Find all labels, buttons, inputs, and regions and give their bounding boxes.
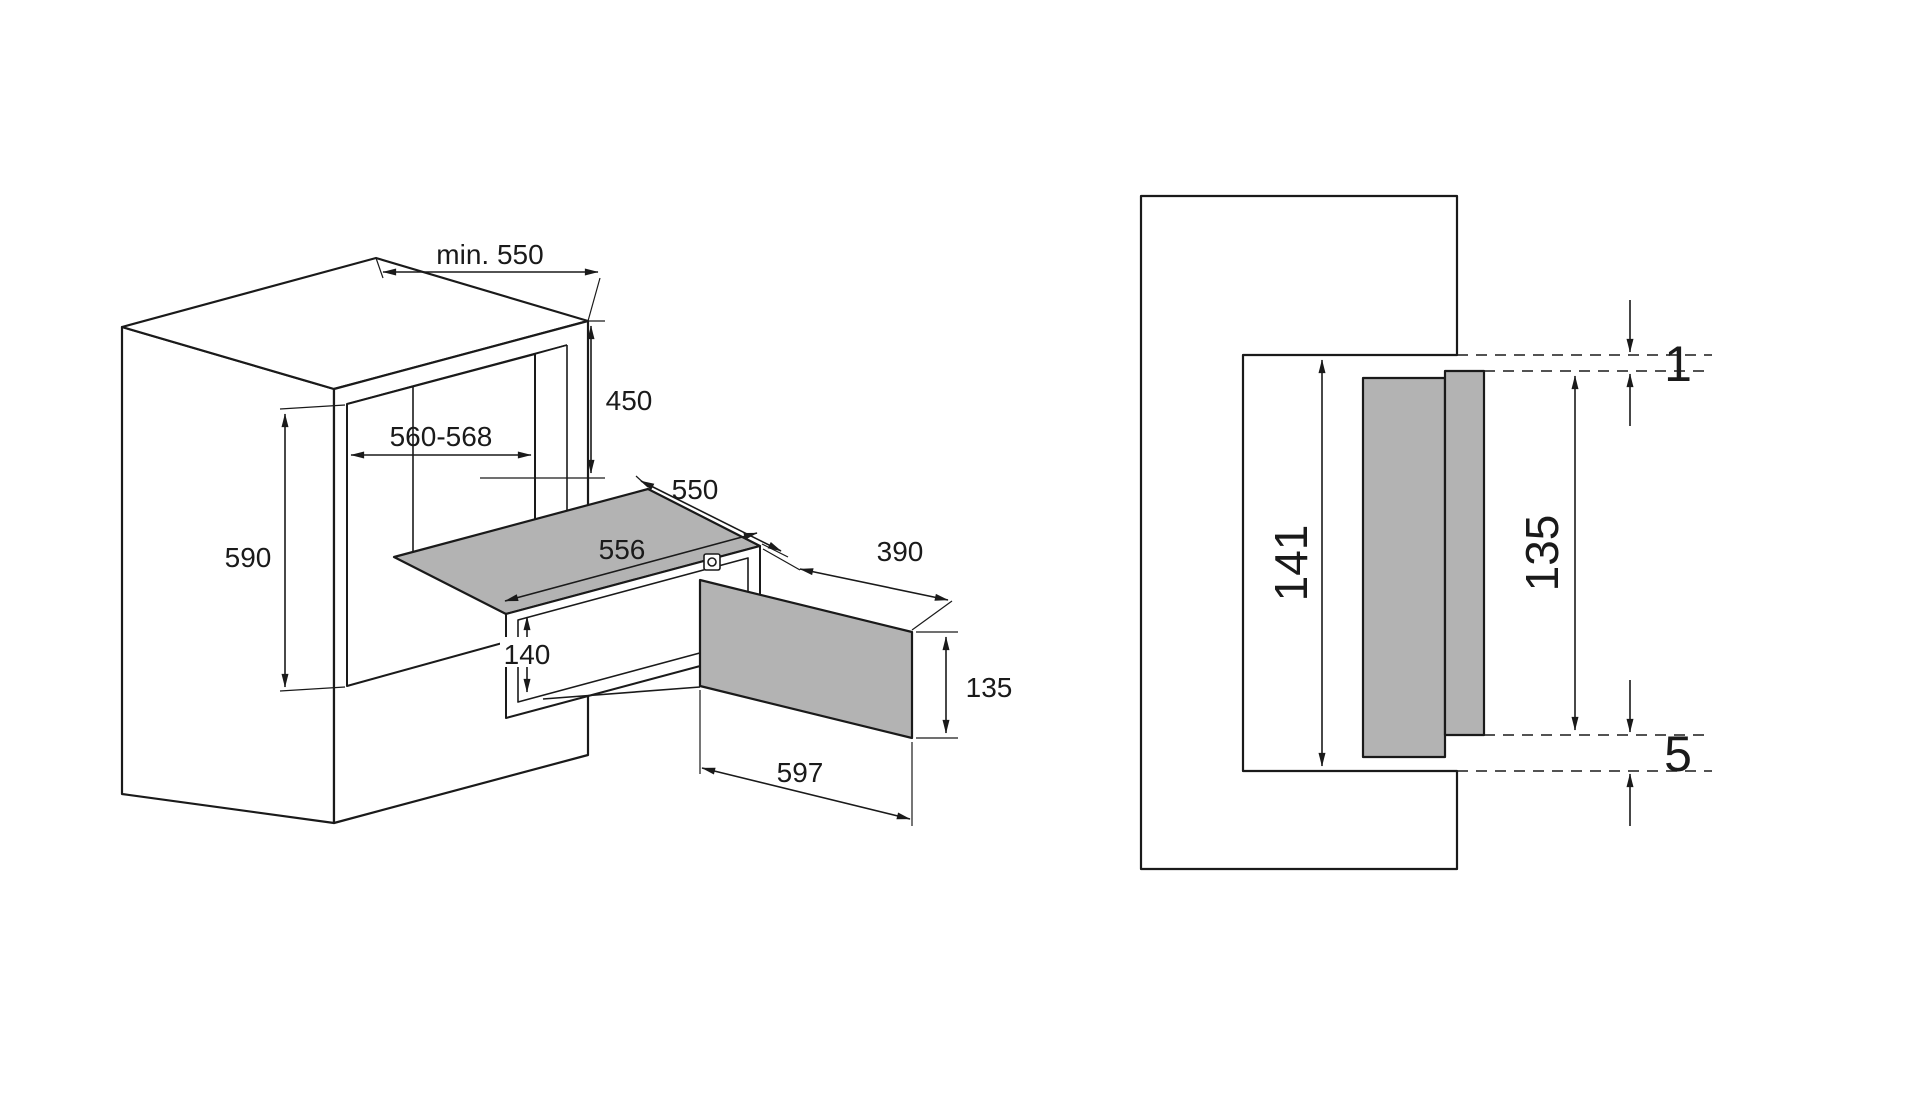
dim-appliance-height: 140 xyxy=(500,616,554,693)
dim-niche-height-label: 590 xyxy=(225,542,272,573)
dim-niche-width-label: 560-568 xyxy=(390,421,493,452)
dim-bottom-gap-label: 5 xyxy=(1664,726,1692,782)
dim-panel-height-side-label: 135 xyxy=(1516,515,1568,592)
drawer-front-panel xyxy=(698,578,914,740)
dim-front-height: 135 xyxy=(916,631,1013,739)
niche-interior-lines xyxy=(346,344,568,552)
dim-front-width-label: 597 xyxy=(777,757,824,788)
dim-niche-depth: min. 550 xyxy=(375,239,601,322)
dim-pullout: 390 xyxy=(762,536,953,631)
dim-front-width: 597 xyxy=(699,690,913,826)
dim-niche-inner-height: 141 xyxy=(1265,359,1326,767)
dim-niche-width: 560-568 xyxy=(350,421,532,459)
reference-dashed-lines xyxy=(1457,354,1712,772)
side-section-view: 141 135 1 5 xyxy=(1139,194,1712,871)
dim-appliance-depth: 550 xyxy=(635,474,789,558)
dim-appliance-width-label: 556 xyxy=(599,534,646,565)
dim-panel-height-side: 135 xyxy=(1516,375,1579,731)
push-open-icon xyxy=(703,553,721,571)
dim-niche-inner-height-label: 141 xyxy=(1265,525,1317,602)
dim-appliance-height-label: 140 xyxy=(504,639,551,670)
dim-top-height: 450 xyxy=(584,320,653,474)
drawer-bottom-line xyxy=(542,686,701,700)
dim-bottom-gap: 5 xyxy=(1626,680,1692,826)
dim-appliance-depth-label: 550 xyxy=(672,474,719,505)
dim-top-height-label: 450 xyxy=(606,385,653,416)
front-panel-side-profile xyxy=(1443,369,1486,737)
cabinet-isometric-view: min. 550 450 560-568 590 xyxy=(120,239,1013,826)
cabinet-section-outline xyxy=(1139,194,1459,871)
dim-top-gap: 1 xyxy=(1626,300,1692,426)
dim-front-height-label: 135 xyxy=(966,672,1013,703)
dim-top-gap-label: 1 xyxy=(1664,336,1692,392)
dim-niche-depth-label: min. 550 xyxy=(436,239,543,270)
dim-niche-height: 590 xyxy=(225,404,346,692)
appliance-side-profile xyxy=(1361,376,1447,759)
cabinet-left-face xyxy=(120,325,336,825)
dim-pullout-label: 390 xyxy=(877,536,924,567)
